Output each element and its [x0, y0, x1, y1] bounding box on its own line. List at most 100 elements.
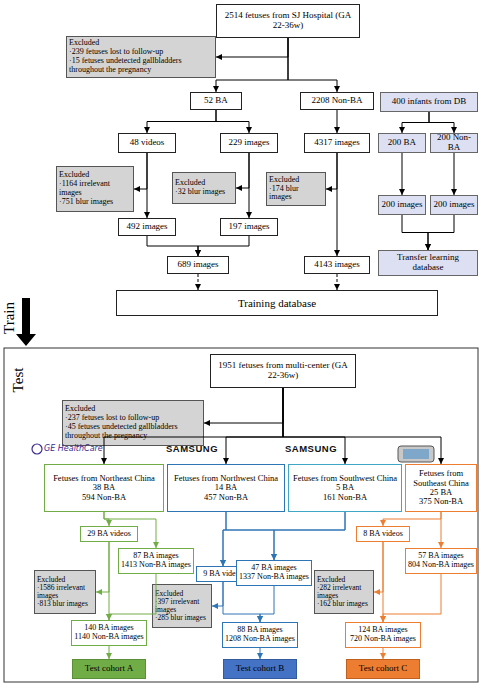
flow-arrow	[380, 574, 441, 622]
connector-line	[104, 512, 109, 526]
flow-arrow	[257, 586, 274, 622]
flow-arrow	[283, 388, 348, 464]
connector-line	[428, 215, 454, 250]
box-text: 200 Non-BA	[433, 133, 475, 153]
center-box: 29 BA videos	[80, 526, 138, 542]
connector-line	[216, 110, 249, 133]
center-box: 88 BA images1208 Non-BA images	[222, 622, 298, 648]
connector-line	[204, 388, 283, 423]
connector-line	[441, 512, 442, 548]
flow-arrow	[438, 512, 444, 548]
box-text: 2514 fetuses from SJ Hospital (GA 22-36w…	[219, 11, 357, 31]
center-box: 57 BA images804 Non-BA images	[405, 548, 477, 574]
connector-line	[402, 153, 403, 195]
box-text: Fetuses from Northwest China	[174, 474, 278, 483]
box-text: Test cohort A	[85, 664, 133, 674]
count-box: 689 images	[167, 256, 229, 274]
box-text: Training database	[238, 297, 316, 309]
transfer-box: 200 Non-BA	[430, 133, 478, 153]
box-text: 1413 Non-BA images	[121, 561, 191, 570]
connector-line	[198, 236, 249, 256]
exclusion-box: Excluded·1586 irrelevant images·813 blur…	[34, 570, 96, 614]
flow-arrow	[106, 646, 112, 659]
arrow-head	[204, 420, 210, 426]
flow-arrow	[402, 215, 431, 250]
exclusion-box: Excluded·239 fetuses lost to follow-up·1…	[66, 36, 216, 78]
connector-line	[383, 512, 441, 526]
box-text: 140 BA images	[84, 624, 133, 633]
box-text: Test cohort C	[359, 664, 407, 674]
connector-line	[383, 648, 384, 659]
vendor-logo: SAMSUNG	[166, 444, 218, 454]
center-box: 124 BA images720 Non-BA images	[345, 622, 421, 648]
box-text: 197 images	[228, 222, 269, 232]
box-text: ·237 fetuses lost to follow-up	[65, 414, 159, 423]
arrow-head	[212, 603, 218, 609]
connector-line	[109, 574, 156, 620]
connector-line	[216, 38, 288, 92]
connector-line	[337, 153, 338, 256]
box-text: 720 Non-BA images	[350, 635, 416, 644]
connector-line	[226, 388, 283, 464]
box-text: ·397 irrelevant images	[155, 598, 209, 615]
box-text: 87 BA images	[133, 552, 178, 561]
flow-arrow	[195, 236, 249, 256]
count-box: 2514 fetuses from SJ Hospital (GA 22-36w…	[216, 4, 360, 38]
flow-arrow	[399, 153, 405, 195]
box-text: Fetuses from Southwest China	[293, 474, 397, 483]
connector-line	[226, 512, 274, 560]
connector-line	[260, 586, 274, 622]
flow-arrow	[216, 110, 252, 133]
box-text: ·1586 irrelevant images	[37, 584, 93, 601]
box-text: 2208 Non-BA	[311, 96, 362, 106]
cohort-box: Test cohort A	[72, 659, 146, 679]
flow-arrow	[429, 112, 457, 133]
box-text: Excluded	[269, 176, 299, 185]
box-text: 52 BA	[204, 96, 228, 106]
box-text: Excluded	[317, 576, 345, 584]
box-text: 200 images	[433, 200, 474, 210]
transfer-box: 400 infants from DB	[380, 92, 478, 112]
connector-line	[212, 582, 223, 606]
box-text: 5 BA	[336, 483, 354, 492]
flow-arrow	[220, 512, 226, 566]
flow-arrow	[134, 153, 147, 192]
box-text: ·15 fetuses undetected gallbladders thro…	[69, 57, 213, 75]
box-text: 1951 fetuses from multi-center (GA 22-36…	[213, 361, 353, 381]
connector-line	[374, 542, 383, 592]
connector-line	[236, 153, 249, 188]
box-text: ·162 blur images	[317, 600, 368, 608]
exclusion-box: Excluded·237 fetuses lost to follow-up·4…	[62, 400, 204, 446]
flow-arrow	[106, 574, 156, 620]
center-box: 87 BA images1413 Non-BA images	[118, 548, 194, 574]
count-box: 2208 Non-BA	[300, 92, 374, 110]
box-text: Transfer learning database	[381, 253, 475, 273]
box-text: Fetuses from Southeast China	[408, 469, 474, 488]
flow-arrow	[226, 512, 277, 560]
flow-arrow	[246, 153, 252, 218]
box-text: ·45 fetuses undetected gallbladders thro…	[65, 423, 201, 441]
connector-line	[337, 110, 338, 133]
flow-arrow	[380, 542, 386, 622]
transfer-box: 200 images	[378, 195, 426, 215]
box-text: ·32 blur images	[175, 188, 225, 197]
flow-arrow	[334, 274, 340, 290]
box-text: Fetuses from Northeast China	[53, 474, 155, 483]
box-text: 47 BA images	[251, 564, 296, 573]
connector-line	[288, 38, 337, 92]
connector-line	[402, 112, 429, 133]
box-text: ·813 blur images	[37, 600, 88, 608]
box-text: 457 Non-BA	[204, 493, 248, 502]
flow-arrow	[451, 153, 457, 195]
flow-arrow	[144, 153, 150, 218]
connector-line	[283, 388, 441, 464]
connector-line	[260, 648, 261, 659]
connector-line	[147, 153, 148, 218]
center-box: Fetuses from Northeast China38 BA594 Non…	[44, 464, 164, 512]
box-text: 161 Non-BA	[323, 493, 367, 502]
ge-emblem	[32, 444, 42, 454]
flow-arrow	[380, 648, 386, 659]
flow-arrow	[147, 236, 201, 256]
box-text: 25 BA	[430, 488, 452, 497]
arrow-head	[216, 54, 222, 60]
